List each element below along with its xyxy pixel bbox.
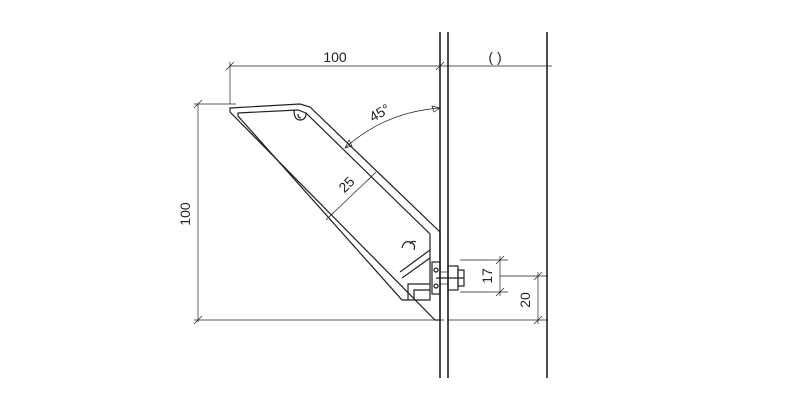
dimension-bolt-height-label: 17	[479, 268, 495, 284]
profile-outline	[229, 103, 441, 321]
dimension-angle: 45°	[344, 100, 441, 149]
dimension-top-width-label: 100	[323, 49, 347, 65]
dimension-bottom-height: 20	[448, 271, 548, 325]
wall-panel	[439, 32, 548, 378]
dimension-bolt-height: 17	[460, 255, 508, 297]
dimension-bottom-height-label: 20	[517, 292, 533, 308]
dimension-angle-label: 45°	[366, 100, 392, 124]
dimension-profile-depth-label: 25	[335, 173, 357, 195]
wall-note-label: ( )	[488, 49, 501, 65]
dimension-top-width: 100 ( )	[225, 49, 552, 104]
bolt-fastener	[431, 261, 465, 295]
dimension-left-height: 100	[177, 99, 444, 325]
dimension-profile-depth: 25	[325, 171, 377, 221]
dimension-left-height-label: 100	[177, 202, 193, 226]
